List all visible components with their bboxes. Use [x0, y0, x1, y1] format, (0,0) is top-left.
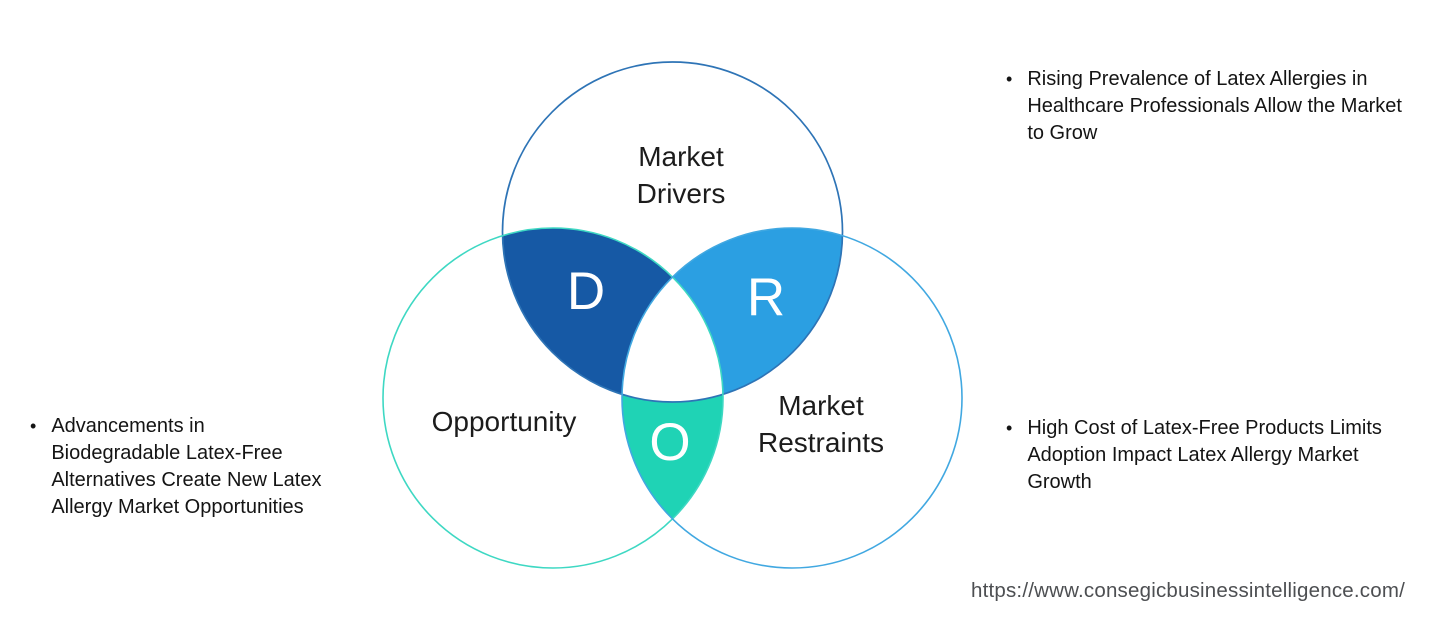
- restraints-bullet-item: • High Cost of Latex-Free Products Limit…: [1006, 415, 1421, 496]
- opportunity-bullet-text: Advancements in Biodegradable Latex-Free…: [51, 415, 322, 518]
- restraints-circle-outline: [621, 227, 963, 569]
- drivers-label-line1: Market: [638, 141, 724, 172]
- opportunity-label: Opportunity: [432, 406, 577, 437]
- opportunity-bullet-item: • Advancements in Biodegradable Latex-Fr…: [30, 413, 327, 521]
- opportunity-overlap-letter: O: [649, 413, 690, 472]
- drivers-label-line2: Drivers: [637, 178, 726, 209]
- source-url: https://www.consegicbusinessintelligence…: [970, 579, 1405, 602]
- bullet-dot: •: [1006, 418, 1013, 438]
- drivers-overlap-letter: D: [567, 262, 605, 321]
- drivers-bullet-item: • Rising Prevalence of Latex Allergies i…: [1006, 66, 1421, 147]
- venn-diagram: Market Drivers Opportunity Market Restra…: [382, 61, 963, 569]
- restraints-label-line2: Restraints: [758, 427, 884, 458]
- restraints-label-line1: Market: [778, 390, 864, 421]
- bullet-dot: •: [30, 416, 37, 436]
- drivers-circle-outline: [501, 61, 844, 403]
- restraints-overlap-letter: R: [747, 268, 785, 327]
- drivers-bullet-text: Rising Prevalence of Latex Allergies in …: [1027, 68, 1402, 144]
- bullet-dot: •: [1006, 69, 1013, 89]
- opportunity-circle-outline: [382, 227, 724, 569]
- restraints-bullet-text: High Cost of Latex-Free Products Limits …: [1027, 417, 1382, 493]
